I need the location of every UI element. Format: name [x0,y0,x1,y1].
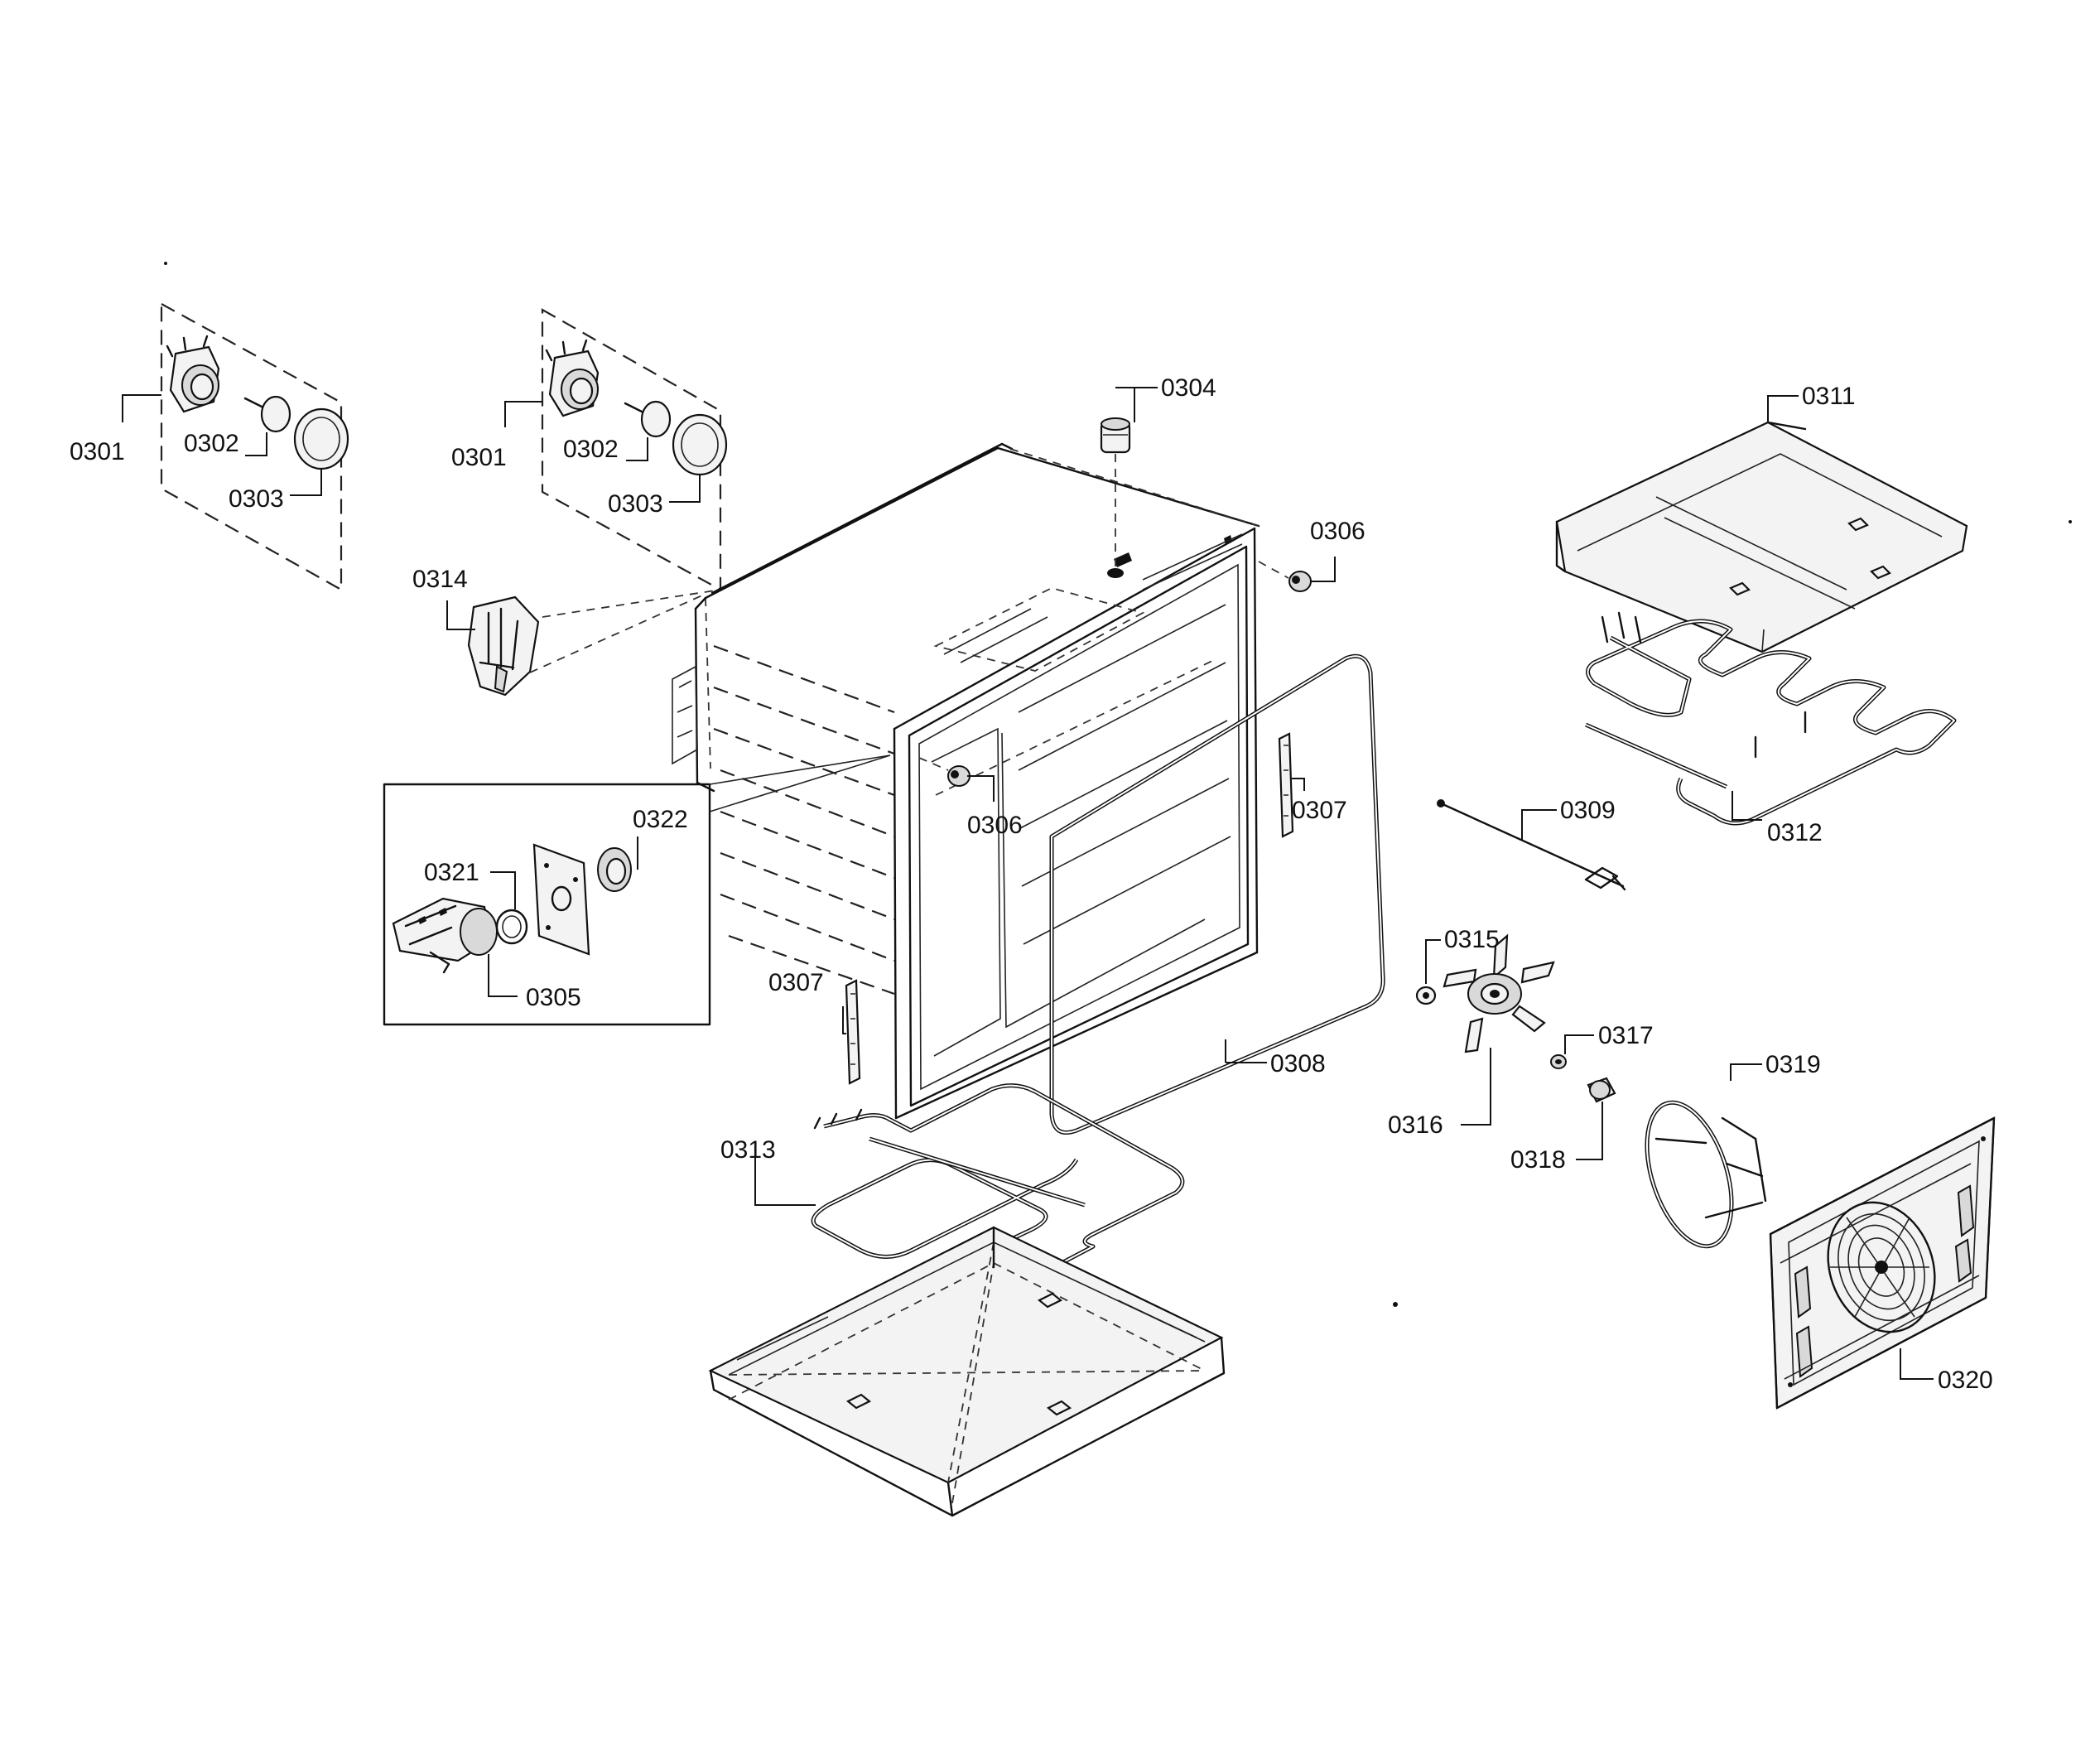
lamp-bulb [624,400,672,438]
meat-probe-sensor [1437,799,1626,891]
temperature-sensor [1100,387,1158,578]
detail-inset-box [383,754,891,1026]
callout-label: 0312 [1767,819,1823,846]
lamp-glass-cover [672,413,728,476]
fan-nut [1550,1034,1594,1069]
callout-label: 0308 [1270,1050,1326,1077]
callout-label: 0316 [1388,1111,1443,1139]
callout-label: 0301 [451,444,507,471]
callout-label: 0303 [608,490,663,518]
callout-label: 0304 [1161,374,1216,402]
lamp-socket [166,335,220,413]
fan-cap [1576,1077,1616,1160]
cavity-plug [918,757,995,802]
callout-label: 0301 [70,438,125,465]
callout-label: 0307 [768,969,824,996]
callout-label: 0302 [563,436,619,463]
callout-label: 0320 [1938,1367,1993,1394]
callout-labels: 0301 0302 0303 0301 0302 0303 0304 0306 … [70,374,1993,1394]
callout-label: 0306 [967,812,1023,839]
lamp-bulb [243,395,291,433]
convection-heating-element [1645,1063,1767,1249]
callout-label: 0317 [1598,1022,1654,1049]
oven-cavity [672,442,1260,1120]
lamp-assembly-group-1 [122,302,349,591]
rack-support-right [1278,732,1305,838]
callout-label: 0311 [1802,383,1856,410]
fan-washer [1415,939,1441,1005]
lamp-gasket [495,909,528,945]
callout-label: 0318 [1510,1146,1566,1174]
door-lock-switch [446,594,705,697]
lamp-housing [392,897,498,974]
door-gasket [1049,653,1385,1135]
callout-label: 0302 [184,430,239,457]
callout-label: 0313 [720,1136,776,1164]
lamp-assembly-group-2 [504,308,728,618]
rear-convection-panel [1769,1116,1996,1410]
callout-label: 0306 [1310,518,1365,545]
top-heating-element [1584,611,1957,826]
callout-label: 0305 [526,984,581,1011]
convection-fan-blade [1443,933,1555,1126]
callout-label: 0321 [424,859,479,886]
lamp-socket [545,339,600,417]
callout-label: 0314 [412,566,468,593]
lamp-glass-cover [293,407,349,470]
top-heater-cover [1555,395,1968,653]
callout-label: 0309 [1560,797,1616,824]
callout-label: 0322 [633,806,688,833]
callout-label: 0303 [229,485,284,513]
cavity-plug [1258,557,1336,592]
callout-label: 0315 [1444,926,1500,953]
bottom-heater-cover [708,1226,1226,1517]
callout-label: 0307 [1292,797,1347,824]
lamp-mounting-plate [532,843,590,956]
callout-label: 0319 [1765,1051,1821,1078]
lamp-lens-ring [597,847,632,892]
rack-support-left [842,979,861,1085]
